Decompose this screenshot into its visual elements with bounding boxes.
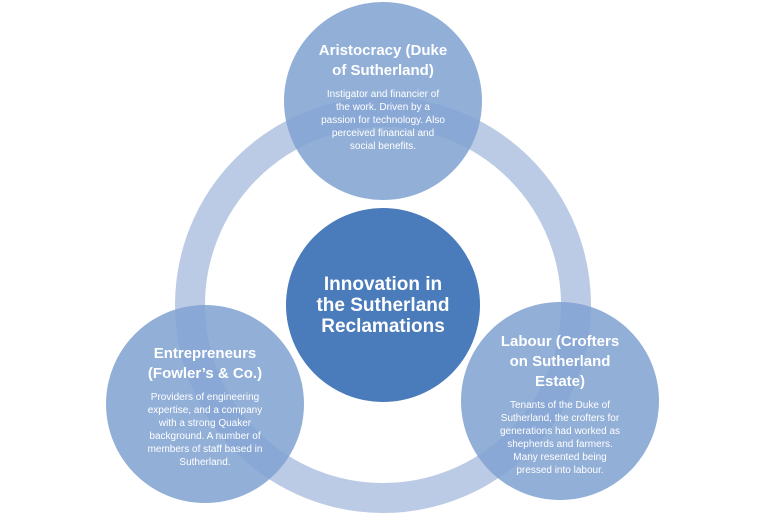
node-labour-description: Tenants of the Duke of Sutherland, the c… (499, 400, 621, 476)
node-innovation-center: Innovation in the Sutherland Reclamation… (286, 208, 480, 402)
node-entrepreneurs-title: Entrepreneurs (Fowler’s & Co.) (147, 345, 263, 382)
node-innovation-title: Innovation in the Sutherland Reclamation… (316, 273, 450, 337)
node-labour-title: Labour (Crofters on Sutherland Estate) (500, 333, 620, 390)
node-aristocracy-title: Aristocracy (Duke of Sutherland) (318, 42, 448, 79)
node-entrepreneurs-description: Providers of engineering expertise, and … (147, 392, 263, 468)
node-aristocracy: Aristocracy (Duke of Sutherland) Instiga… (284, 2, 482, 200)
node-entrepreneurs: Entrepreneurs (Fowler’s & Co.) Providers… (106, 305, 304, 503)
node-aristocracy-description: Instigator and financier of the work. Dr… (321, 89, 445, 152)
node-labour: Labour (Crofters on Sutherland Estate) T… (461, 302, 659, 500)
